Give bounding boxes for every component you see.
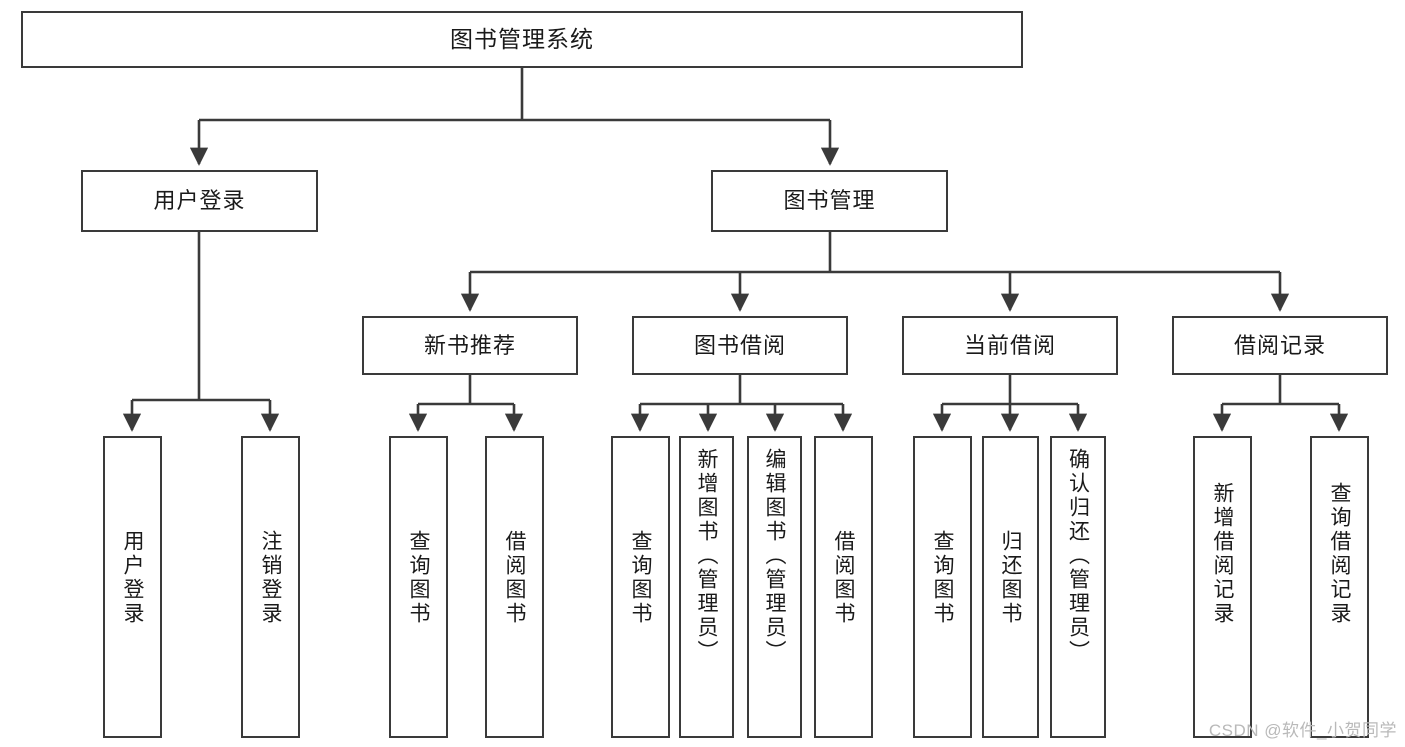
node-label: 用户登录: [121, 530, 144, 626]
node-label: 查询图书: [407, 530, 430, 626]
node-new-book-recommend[interactable]: 新书推荐: [362, 316, 578, 375]
node-label: 编辑图书（管理员）: [763, 448, 786, 664]
node-label: 图书管理: [783, 188, 876, 214]
node-leaf-query-borrow-record[interactable]: 查询借阅记录: [1310, 436, 1369, 738]
node-label: 查询图书: [931, 530, 954, 626]
node-leaf-edit-book-admin[interactable]: 编辑图书（管理员）: [747, 436, 802, 738]
node-label: 图书借阅: [693, 332, 786, 358]
node-leaf-confirm-return-admin[interactable]: 确认归还（管理员）: [1050, 436, 1106, 738]
node-leaf-borrow-books[interactable]: 借阅图书: [814, 436, 873, 738]
node-label: 归还图书: [999, 530, 1022, 626]
node-label: 确认归还（管理员）: [1066, 448, 1090, 664]
node-label: 新书推荐: [423, 332, 516, 358]
node-borrow-records[interactable]: 借阅记录: [1172, 316, 1388, 375]
node-label: 用户登录: [153, 188, 246, 214]
node-label: 当前借阅: [963, 332, 1056, 358]
node-book-borrow[interactable]: 图书借阅: [632, 316, 848, 375]
node-leaf-logout[interactable]: 注销登录: [241, 436, 300, 738]
node-label: 图书管理系统: [450, 26, 594, 53]
node-label: 查询借阅记录: [1328, 482, 1351, 626]
node-root-book-management-system[interactable]: 图书管理系统: [21, 11, 1023, 68]
node-label: 新增图书（管理员）: [695, 448, 718, 664]
node-leaf-add-book-admin[interactable]: 新增图书（管理员）: [679, 436, 734, 738]
node-leaf-add-borrow-record[interactable]: 新增借阅记录: [1193, 436, 1252, 738]
csdn-watermark: CSDN @软件_小贺同学: [1208, 721, 1397, 740]
node-label: 查询图书: [629, 530, 652, 626]
node-leaf-query-books-current[interactable]: 查询图书: [913, 436, 972, 738]
node-leaf-query-books-borrow[interactable]: 查询图书: [611, 436, 670, 738]
node-user-login[interactable]: 用户登录: [81, 170, 318, 232]
node-book-management[interactable]: 图书管理: [711, 170, 948, 232]
node-label: 借阅图书: [503, 530, 526, 626]
node-leaf-return-books[interactable]: 归还图书: [982, 436, 1039, 738]
node-label: 借阅图书: [832, 530, 855, 626]
node-leaf-user-login[interactable]: 用户登录: [103, 436, 162, 738]
node-label: 新增借阅记录: [1211, 482, 1234, 626]
node-current-borrow[interactable]: 当前借阅: [902, 316, 1118, 375]
node-label: 借阅记录: [1233, 332, 1326, 358]
node-leaf-query-books-recommend[interactable]: 查询图书: [389, 436, 448, 738]
node-leaf-borrow-books-recommend[interactable]: 借阅图书: [485, 436, 544, 738]
node-label: 注销登录: [259, 530, 282, 626]
